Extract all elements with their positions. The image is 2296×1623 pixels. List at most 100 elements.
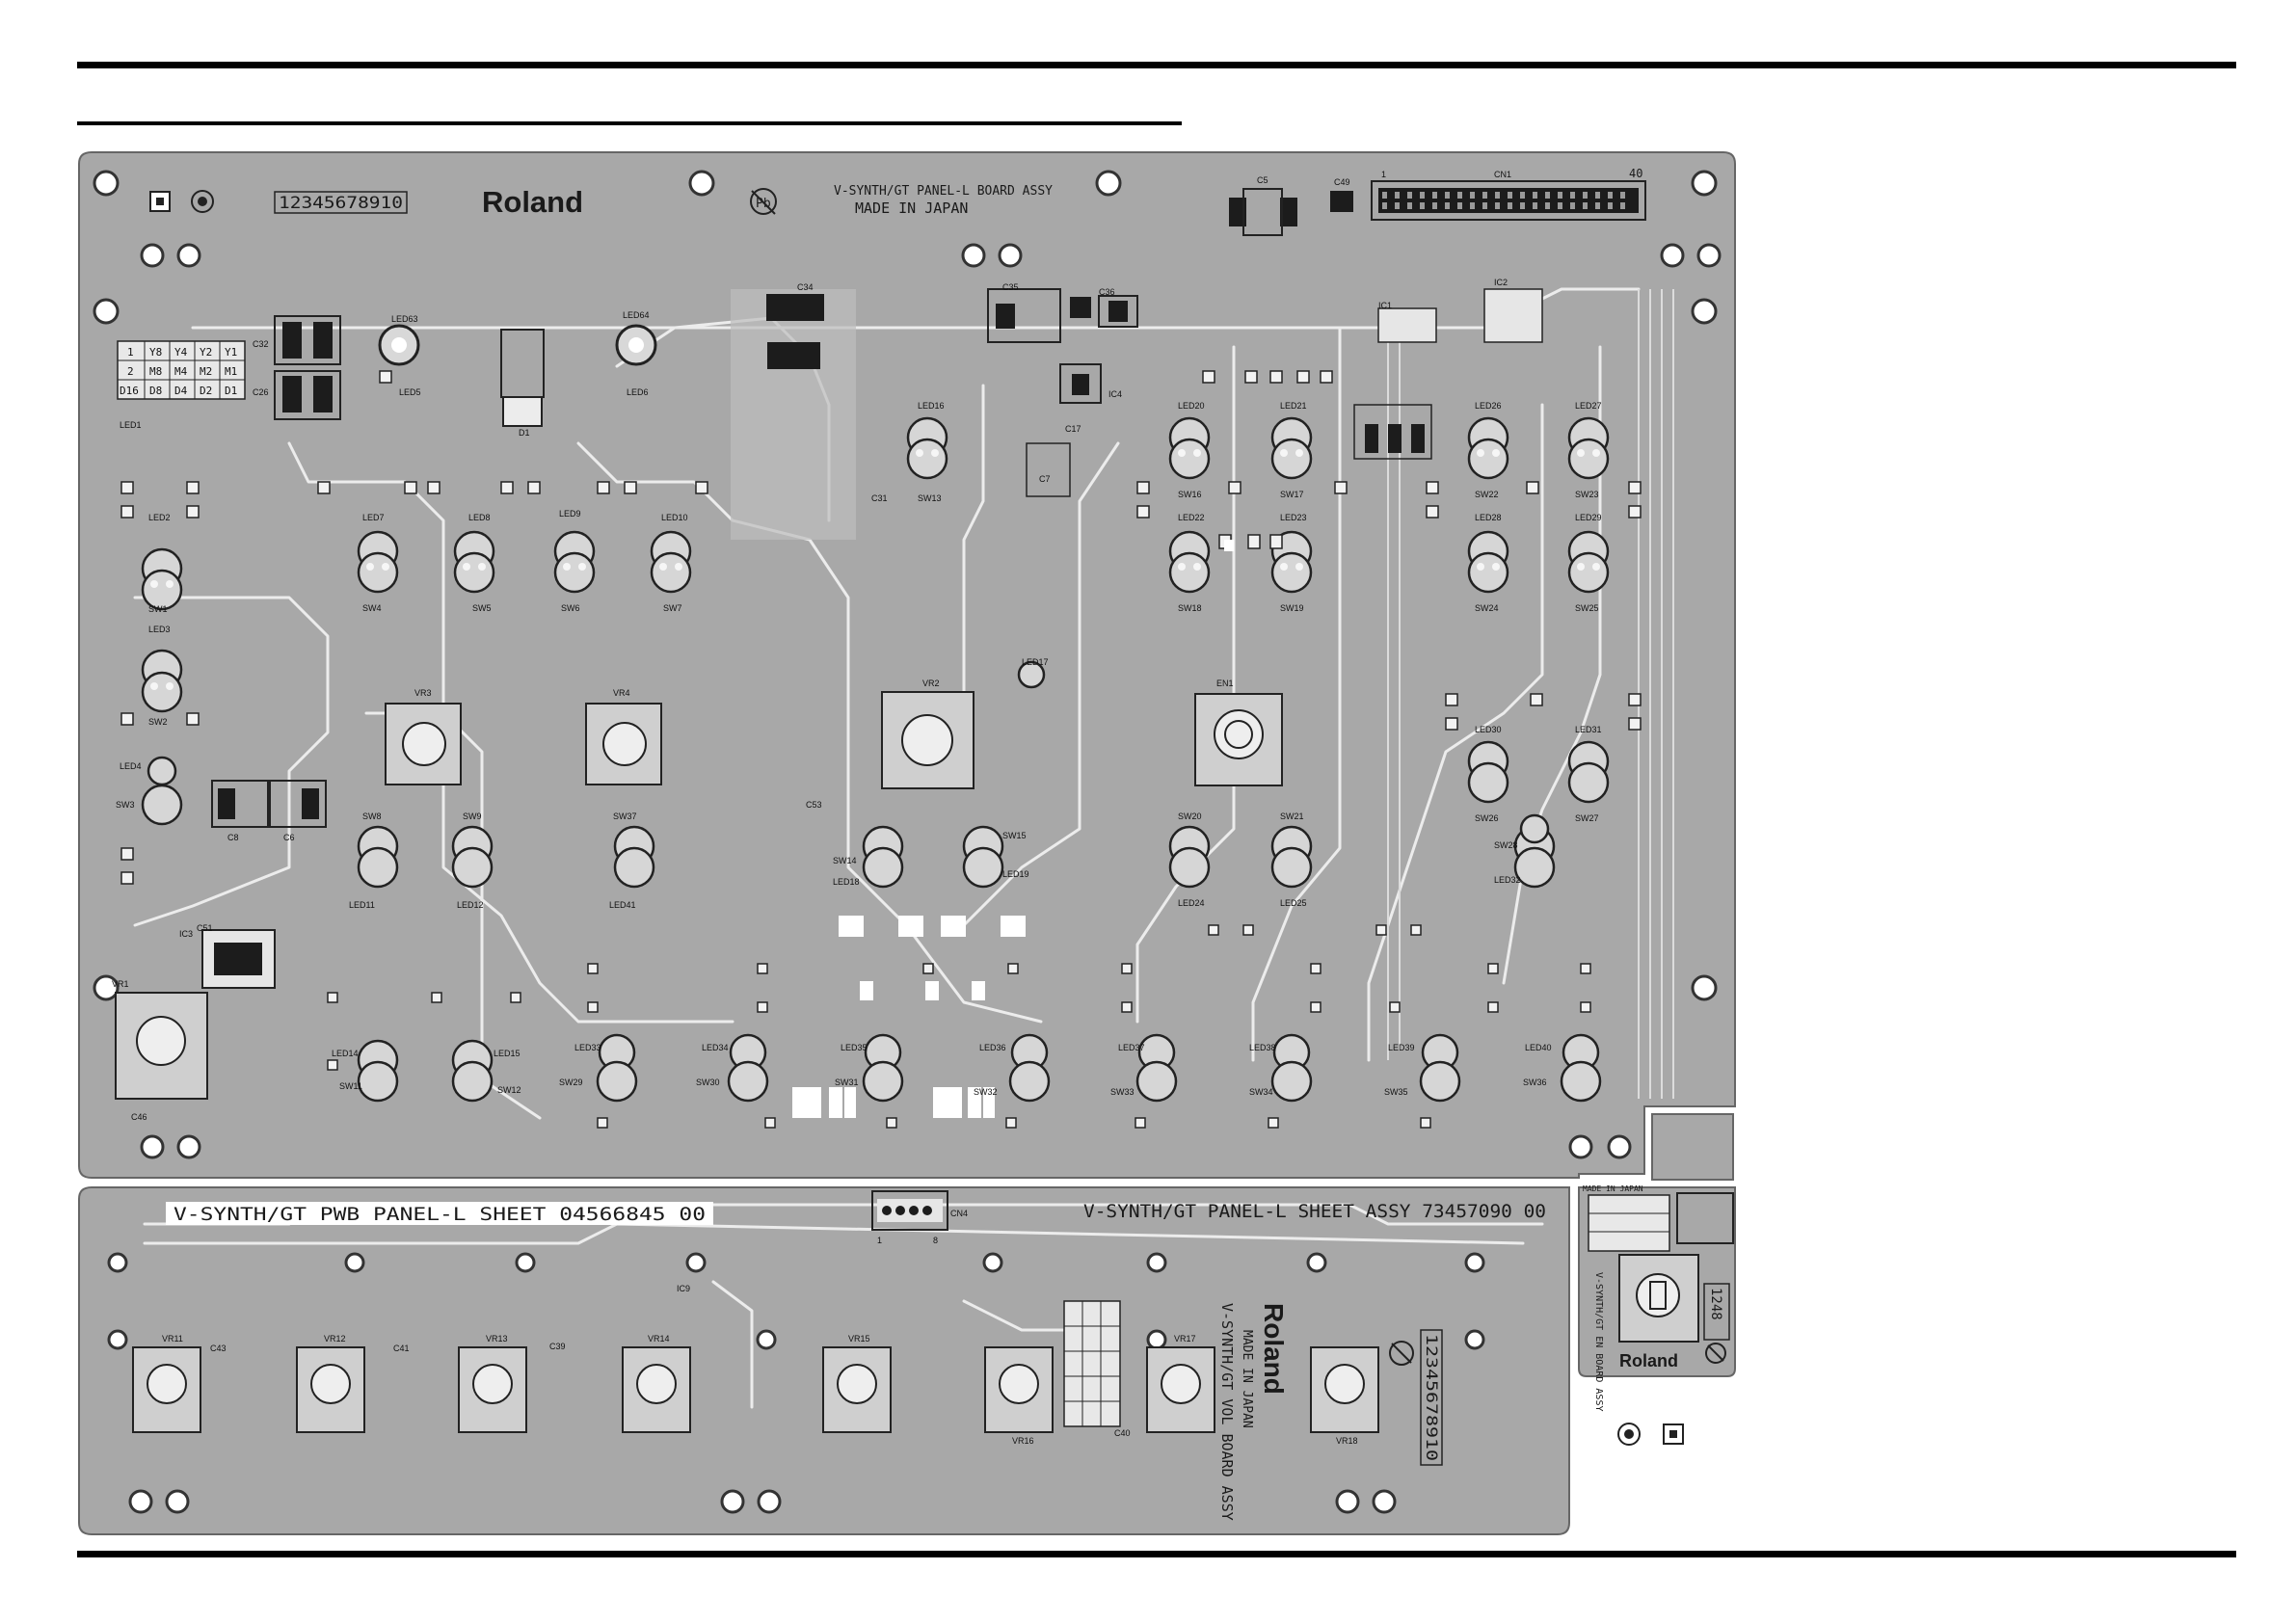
svg-text:C46: C46 — [131, 1112, 147, 1122]
svg-text:SW5: SW5 — [472, 603, 492, 613]
svg-text:LED37: LED37 — [1118, 1043, 1145, 1052]
svg-text:SW31: SW31 — [835, 1078, 859, 1087]
svg-text:C32: C32 — [253, 339, 269, 349]
matrix-cell: D8 — [149, 385, 162, 397]
svg-text:LED40: LED40 — [1525, 1043, 1552, 1052]
matrix-cell: Y2 — [200, 346, 212, 359]
svg-text:SW22: SW22 — [1475, 490, 1499, 499]
svg-text:LED15: LED15 — [494, 1049, 521, 1058]
board-made-in: MADE IN JAPAN — [855, 200, 968, 217]
svg-text:LED63: LED63 — [391, 314, 418, 324]
svg-text:LED1: LED1 — [120, 420, 142, 430]
svg-text:SW26: SW26 — [1475, 813, 1499, 823]
svg-text:SW17: SW17 — [1280, 490, 1304, 499]
svg-text:VR4: VR4 — [613, 688, 630, 698]
svg-text:VR2: VR2 — [922, 678, 940, 688]
svg-text:SW23: SW23 — [1575, 490, 1599, 499]
svg-text:SW11: SW11 — [339, 1081, 362, 1091]
matrix-cell: M4 — [174, 365, 188, 378]
svg-text:SW9: SW9 — [463, 812, 482, 821]
svg-text:C5: C5 — [1257, 175, 1268, 185]
matrix-cell: D4 — [174, 385, 188, 397]
svg-text:SW24: SW24 — [1475, 603, 1499, 613]
c8-c6: C8 C6 — [211, 780, 327, 842]
roland-logo: Roland — [482, 185, 583, 219]
switch-array — [141, 416, 1610, 1103]
svg-text:SW4: SW4 — [362, 603, 382, 613]
svg-text:IC9: IC9 — [677, 1284, 690, 1293]
en-roland-logo: Roland — [1619, 1351, 1678, 1370]
svg-text:LED4: LED4 — [120, 761, 142, 771]
matrix-cell: D2 — [200, 385, 212, 397]
svg-text:IC2: IC2 — [1494, 278, 1508, 287]
svg-text:LED19: LED19 — [1002, 869, 1029, 879]
svg-text:LED11: LED11 — [349, 900, 375, 910]
svg-text:C8: C8 — [227, 833, 239, 842]
svg-text:SW12: SW12 — [497, 1085, 521, 1095]
svg-text:C6: C6 — [283, 833, 295, 842]
svg-text:SW27: SW27 — [1575, 813, 1599, 823]
svg-text:C34: C34 — [797, 282, 814, 292]
svg-text:VR16: VR16 — [1012, 1436, 1034, 1446]
en-made-label: MADE IN JAPAN — [1583, 1184, 1643, 1193]
svg-text:LED25: LED25 — [1280, 898, 1307, 908]
cn4-pin-first: 1 — [877, 1236, 882, 1245]
svg-text:LED21: LED21 — [1280, 401, 1307, 411]
svg-text:LED23: LED23 — [1280, 513, 1307, 522]
svg-text:SW32: SW32 — [974, 1087, 998, 1097]
svg-text:SW1: SW1 — [148, 604, 168, 614]
svg-text:SW30: SW30 — [696, 1078, 720, 1087]
vol-roland-logo: Roland — [1259, 1303, 1289, 1395]
pot-vr1: VR1 — [112, 979, 208, 1100]
cn1-pin-last: 40 — [1629, 167, 1642, 180]
svg-text:CN4: CN4 — [950, 1209, 968, 1218]
en-number-strip: 1248 — [1708, 1288, 1723, 1320]
svg-text:C35: C35 — [1002, 282, 1019, 292]
matrix-cell: D1 — [225, 385, 237, 397]
pot-vr4: VR4 — [585, 688, 662, 785]
svg-text:LED22: LED22 — [1178, 513, 1205, 522]
svg-text:C17: C17 — [1065, 424, 1081, 434]
svg-text:LED6: LED6 — [627, 387, 649, 397]
svg-text:SW25: SW25 — [1575, 603, 1599, 613]
svg-text:VR18: VR18 — [1336, 1436, 1358, 1446]
svg-text:SW7: SW7 — [663, 603, 682, 613]
svg-text:C41: C41 — [393, 1344, 410, 1353]
key-matrix-table: 1 Y8 Y4 Y2 Y1 2 M8 M4 M2 M1 D16 D8 D4 D2… — [117, 340, 246, 400]
cn4-pin-last: 8 — [933, 1236, 938, 1245]
svg-text:LED2: LED2 — [148, 513, 171, 522]
svg-text:LED16: LED16 — [918, 401, 945, 411]
svg-text:VR1: VR1 — [112, 979, 129, 989]
svg-text:LED14: LED14 — [332, 1049, 359, 1058]
svg-text:SW20: SW20 — [1178, 812, 1202, 821]
svg-text:LED5: LED5 — [399, 387, 421, 397]
svg-text:SW18: SW18 — [1178, 603, 1202, 613]
vol-matrix-table — [1063, 1300, 1121, 1427]
svg-text:LED27: LED27 — [1575, 401, 1602, 411]
pwb-sheet-label: V-SYNTH/GT PWB PANEL-L SHEET 04566845 00 — [174, 1204, 706, 1225]
matrix-cell: M2 — [200, 365, 212, 378]
svg-text:LED64: LED64 — [623, 310, 650, 320]
en-board-label: V-SYNTH/GT EN BOARD ASSY — [1593, 1272, 1604, 1412]
svg-text:SW33: SW33 — [1110, 1087, 1135, 1097]
vol-board-label: V-SYNTH/GT VOL BOARD ASSY — [1218, 1303, 1236, 1521]
svg-text:C31: C31 — [871, 493, 888, 503]
vol-number-strip-text: 12345678910 — [1423, 1334, 1441, 1461]
svg-text:LED3: LED3 — [148, 625, 171, 634]
vol-pot-row: VR11 VR12 VR13 VR14 VR15 VR16 VR17 VR18 … — [132, 1284, 1379, 1446]
svg-text:C53: C53 — [806, 800, 822, 810]
cn1-pin-first: 1 — [1381, 170, 1386, 179]
pwb-sheet-label-box — [166, 1202, 713, 1225]
svg-text:SW34: SW34 — [1249, 1087, 1273, 1097]
registration-marks — [1617, 1423, 1684, 1446]
svg-text:C7: C7 — [1039, 474, 1051, 484]
svg-text:LED8: LED8 — [468, 513, 491, 522]
svg-text:LED32: LED32 — [1494, 875, 1521, 885]
svg-text:VR3: VR3 — [414, 688, 432, 698]
svg-text:EN1: EN1 — [1216, 678, 1234, 688]
left-top-components: C32 C26 D1 LED63 LED64 — [253, 310, 657, 438]
smd-cluster-center: C34 C35 C36 IC4 C17 IC1 IC2 C7 C31 — [731, 278, 1543, 540]
svg-text:SW15: SW15 — [1002, 831, 1027, 840]
svg-text:LED30: LED30 — [1475, 725, 1502, 734]
vol-board-text: V-SYNTH/GT VOL BOARD ASSY MADE IN JAPAN … — [1218, 1303, 1289, 1521]
